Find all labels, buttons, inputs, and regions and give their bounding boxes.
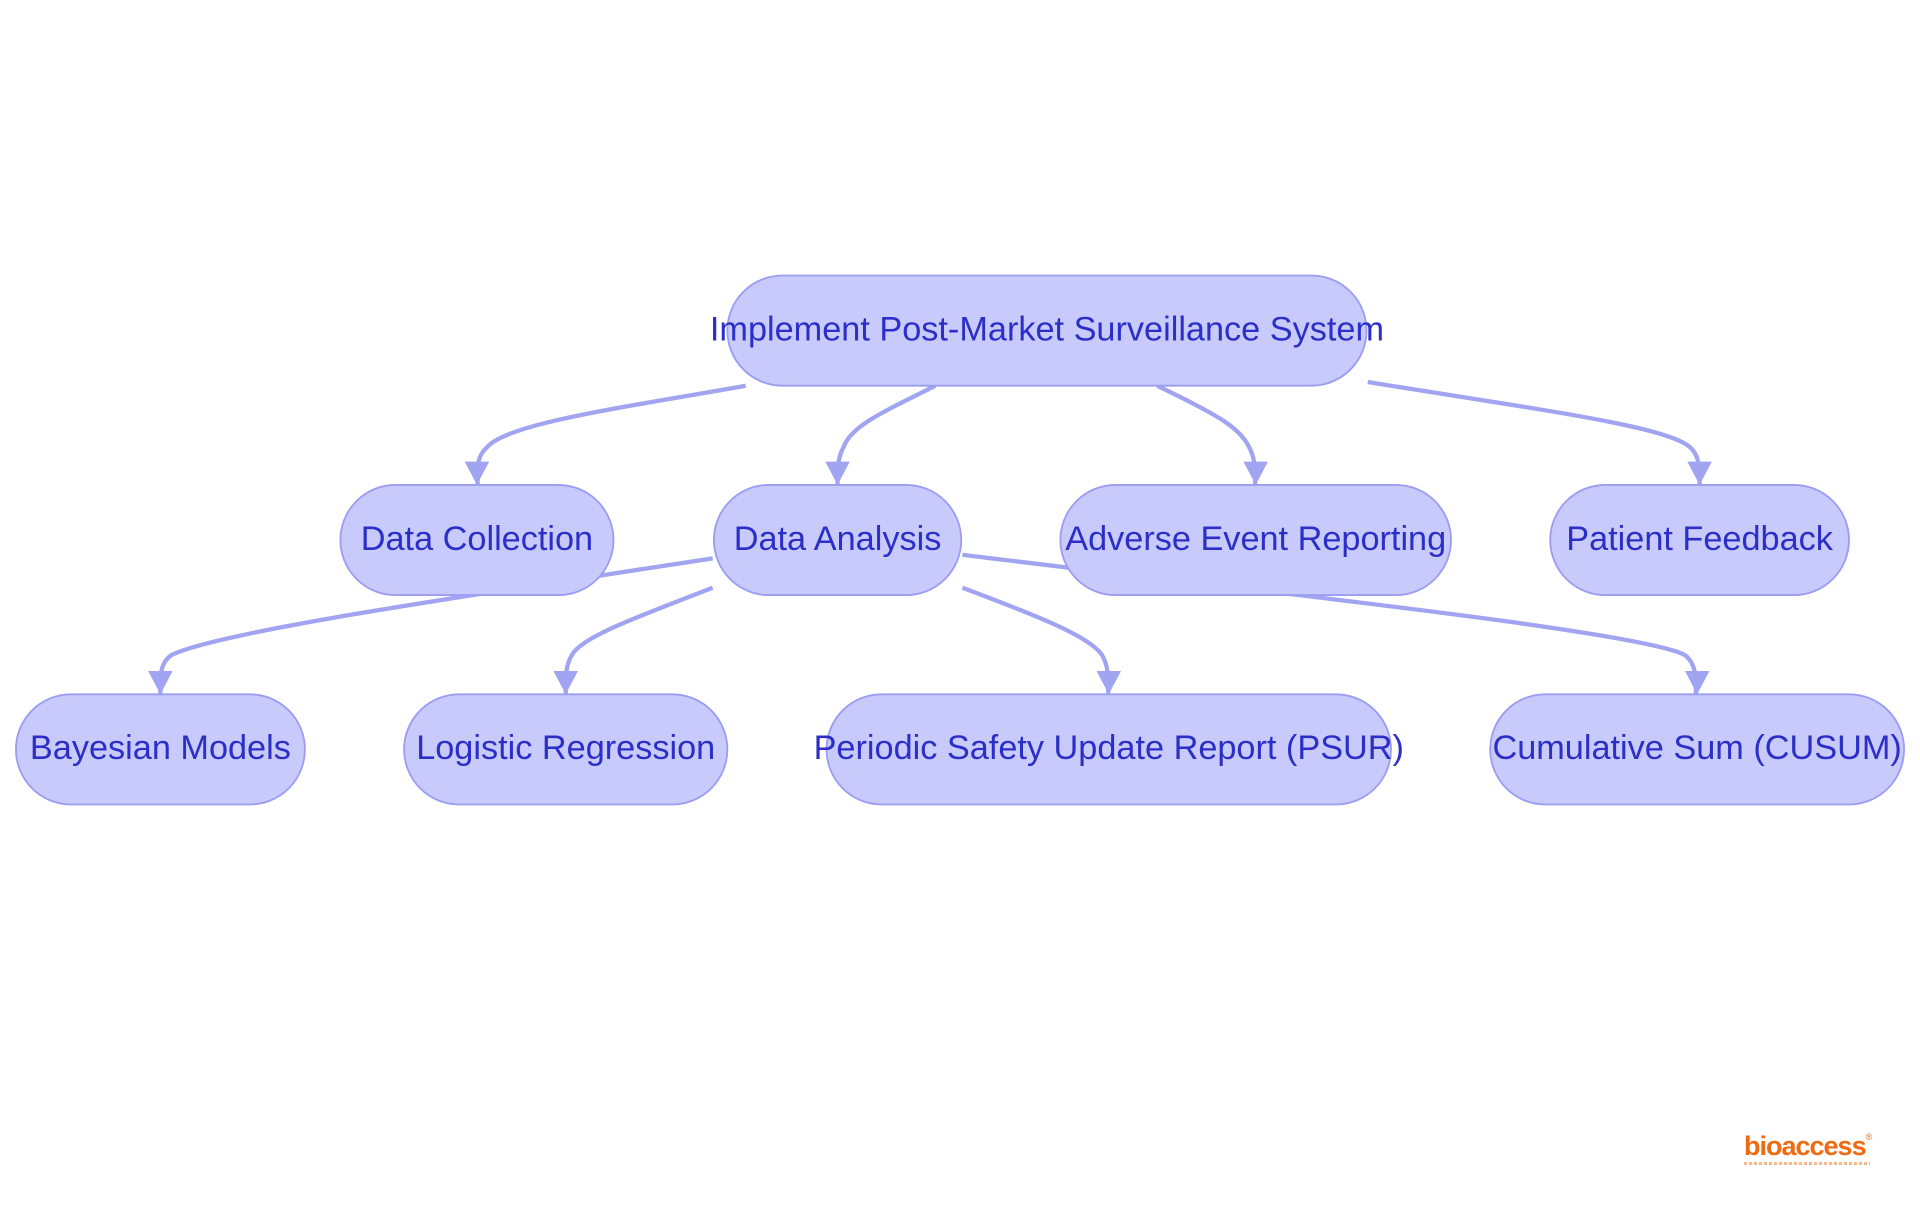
node-data-analysis: Data Analysis (712, 483, 963, 597)
arrowhead-adverse-event-reporting (1243, 461, 1268, 485)
arrowhead-data-collection (464, 461, 490, 485)
node-label-patient-feedback: Patient Feedback (1566, 520, 1834, 558)
node-box-data-analysis (712, 483, 963, 597)
node-label-bayesian-models: Bayesian Models (30, 729, 291, 767)
nodes-layer: Implement Post-Market Surveillance Syste… (15, 274, 1906, 806)
node-label-root: Implement Post-Market Surveillance Syste… (710, 310, 1384, 348)
node-box-patient-feedback (1549, 483, 1850, 597)
node-patient-feedback: Patient Feedback (1549, 483, 1850, 597)
bioaccess-logo: bioaccess® (1744, 1132, 1884, 1172)
node-adverse-event-reporting: Adverse Event Reporting (1059, 483, 1452, 597)
arrowhead-bayesian-models (148, 671, 173, 695)
edge-data-analysis-to-psur (961, 585, 1111, 695)
node-box-logistic-regression (403, 693, 729, 806)
node-label-logistic-regression: Logistic Regression (416, 729, 715, 767)
node-bayesian-models: Bayesian Models (15, 693, 306, 806)
edge-data-analysis-to-logistic-regression (563, 585, 714, 695)
node-box-root (726, 274, 1368, 387)
node-box-bayesian-models (15, 693, 306, 806)
node-box-cusum (1489, 693, 1906, 806)
arrowhead-patient-feedback (1687, 461, 1712, 485)
node-root: Implement Post-Market Surveillance Syste… (710, 274, 1384, 387)
edges-layer (148, 379, 1712, 695)
node-label-data-collection: Data Collection (361, 520, 593, 558)
logo-tagline-decoration (1744, 1162, 1870, 1165)
edge-root-to-adverse-event-reporting (1156, 383, 1258, 485)
arrowhead-cusum (1684, 671, 1710, 695)
arrowhead-psur (1096, 671, 1122, 695)
edge-root-to-data-analysis (835, 383, 937, 485)
edge-root-to-patient-feedback (1367, 379, 1702, 485)
node-label-psur: Periodic Safety Update Report (PSUR) (814, 729, 1404, 767)
node-label-cusum: Cumulative Sum (CUSUM) (1492, 729, 1901, 767)
node-logistic-regression: Logistic Regression (403, 693, 729, 806)
logo-registered-mark: ® (1865, 1132, 1873, 1142)
node-psur: Periodic Safety Update Report (PSUR) (814, 693, 1404, 806)
logo-wordmark: bioaccess (1744, 1131, 1867, 1161)
node-label-adverse-event-reporting: Adverse Event Reporting (1065, 520, 1446, 558)
node-data-collection: Data Collection (339, 483, 615, 597)
arrowhead-data-analysis (825, 461, 850, 485)
node-label-data-analysis: Data Analysis (734, 520, 942, 558)
node-box-adverse-event-reporting (1059, 483, 1452, 597)
node-box-data-collection (339, 483, 615, 597)
arrowhead-logistic-regression (553, 671, 578, 695)
edge-root-to-data-collection (475, 383, 747, 485)
node-cusum: Cumulative Sum (CUSUM) (1489, 693, 1906, 806)
node-box-psur (825, 693, 1392, 806)
